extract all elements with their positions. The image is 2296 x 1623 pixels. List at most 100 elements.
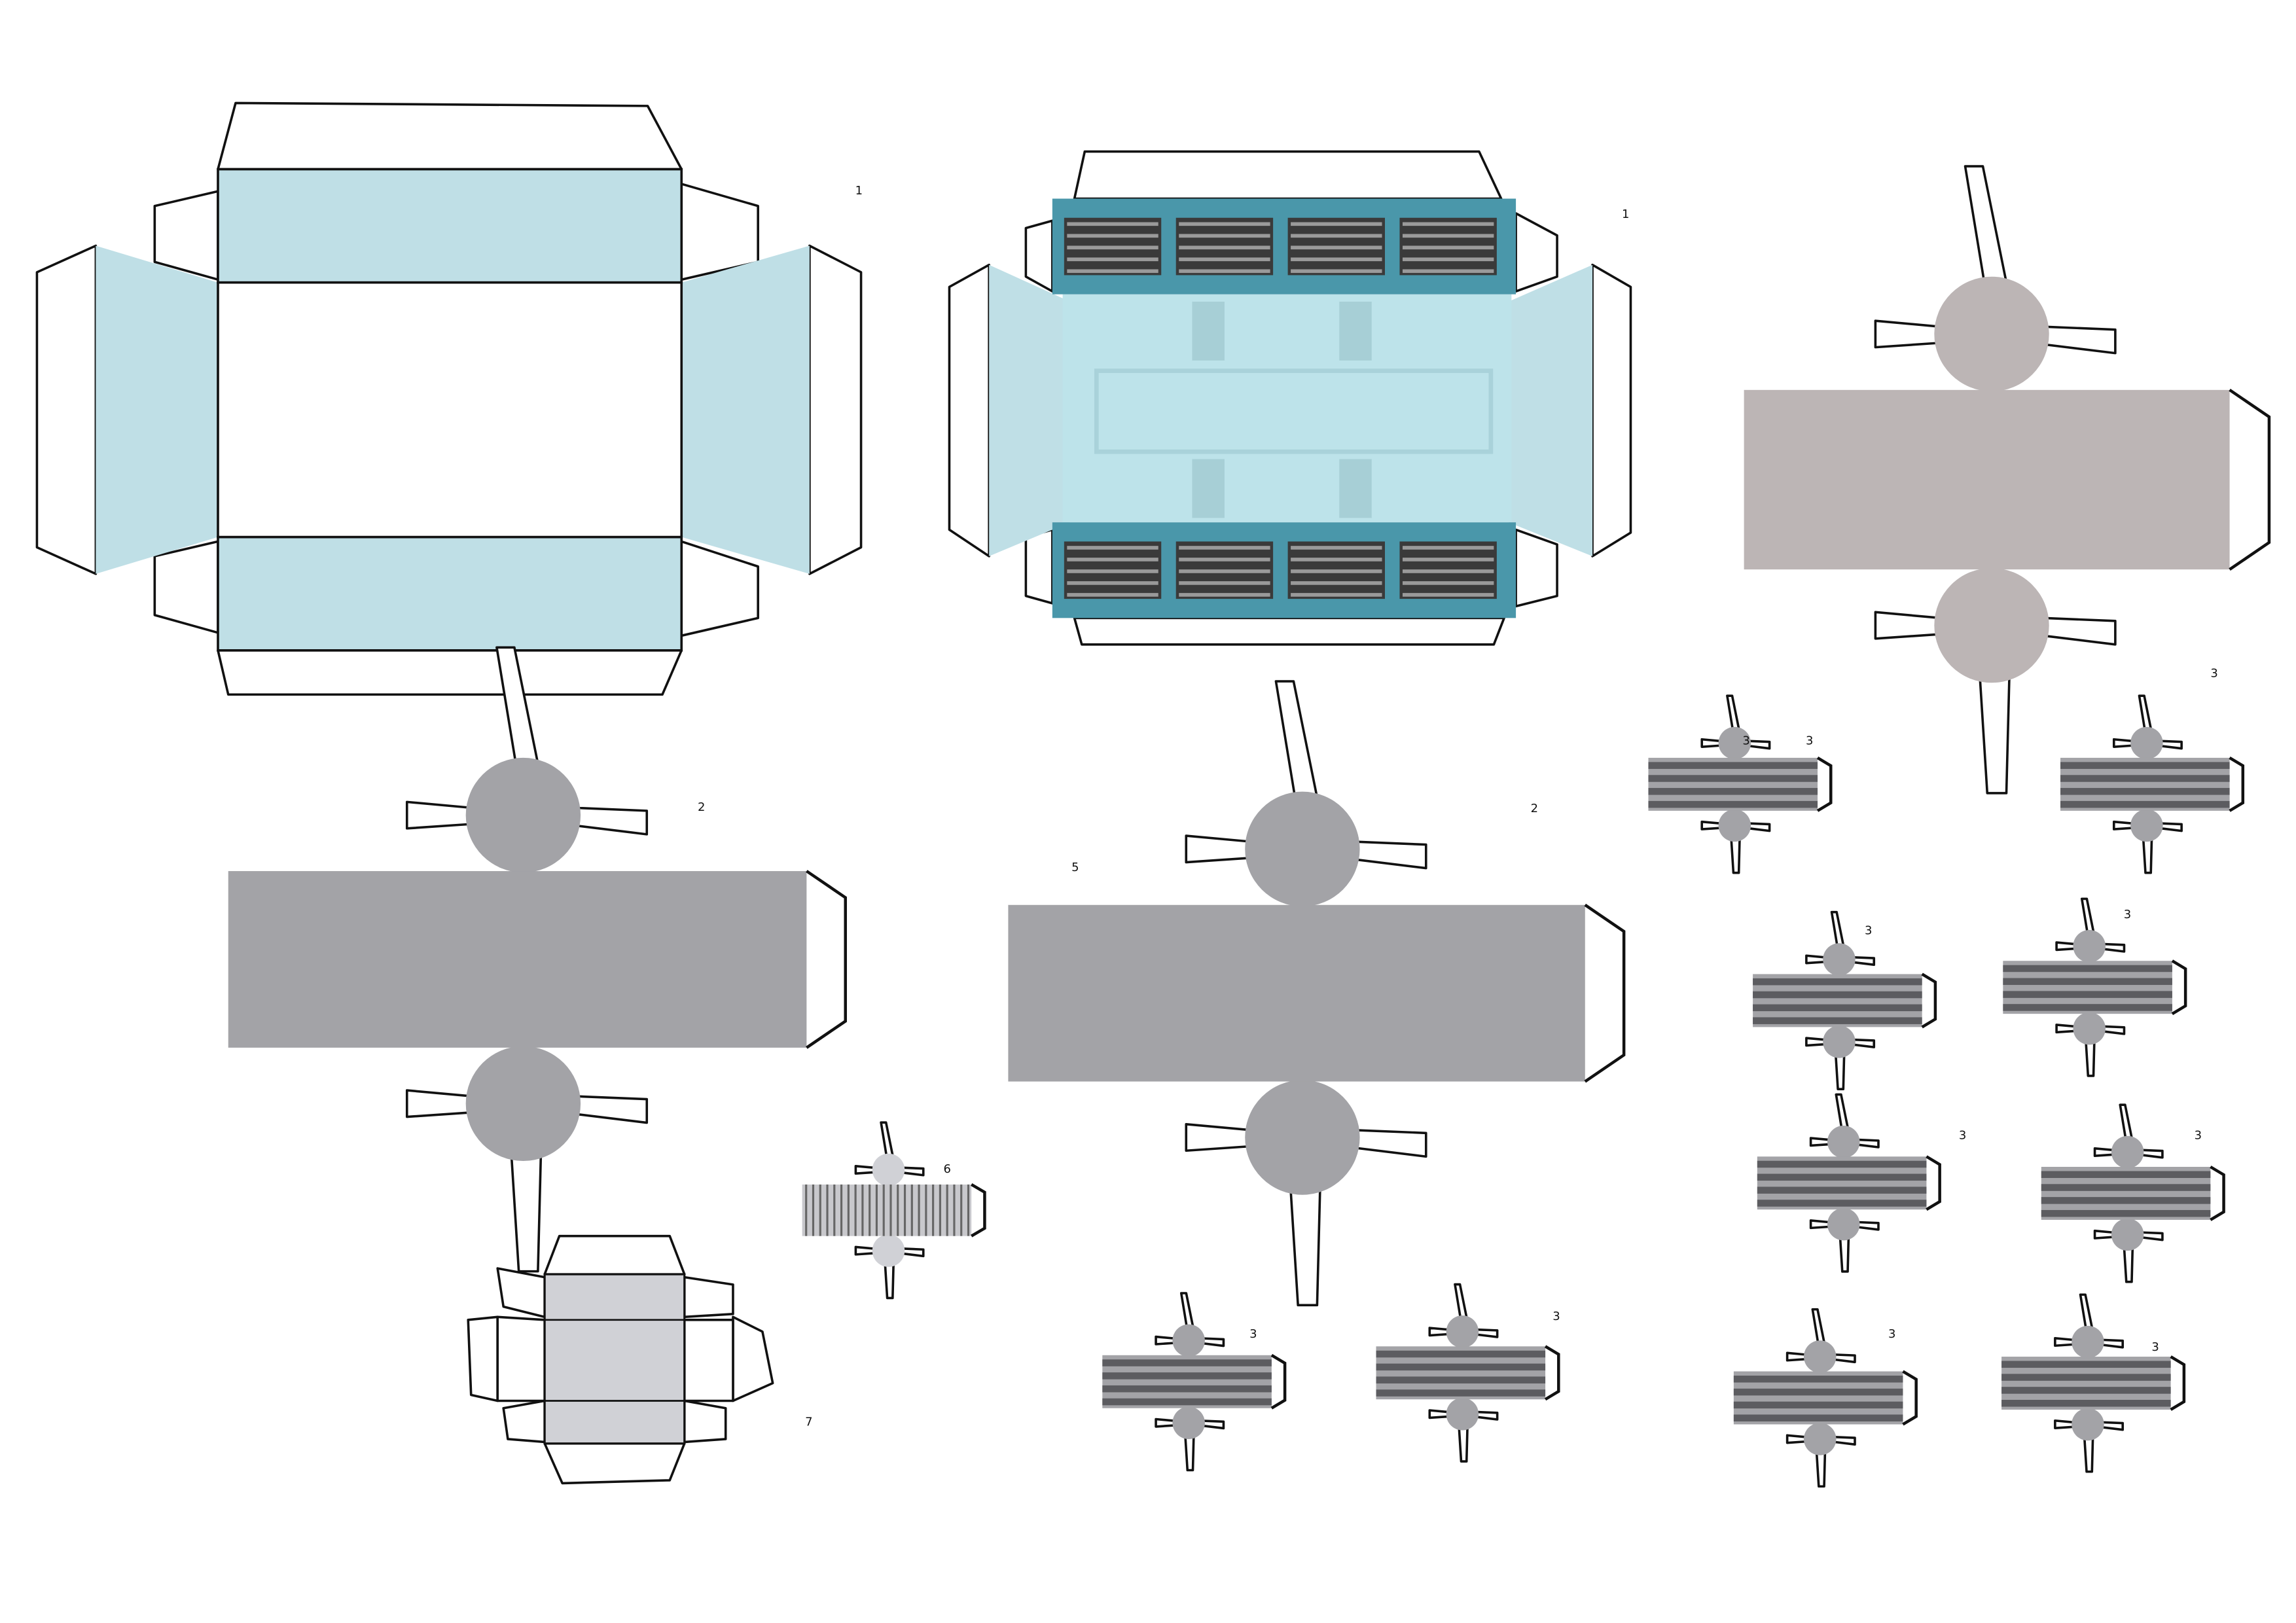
- propeller-module-small: [1757, 1093, 1941, 1273]
- rotor-blade: [901, 1247, 925, 1258]
- rotor-blade: [2123, 1247, 2134, 1283]
- body-stripe: [826, 1184, 829, 1236]
- vent-slat: [1402, 257, 1494, 262]
- rotor-blade: [405, 800, 473, 830]
- rotor-blade: [2142, 838, 2153, 874]
- rotor-hub: [1804, 1340, 1837, 1373]
- rotor-hub: [1172, 1324, 1205, 1357]
- rotor-blade: [1748, 740, 1771, 750]
- side-panel-right: [681, 245, 810, 574]
- rotor-blade: [854, 1245, 876, 1256]
- part-number-label: 3: [1552, 1310, 1560, 1323]
- body-stripe: [918, 1184, 920, 1236]
- body-stripe: [819, 1184, 821, 1236]
- body-stripe: [854, 1184, 857, 1236]
- glue-tab: [1515, 528, 1558, 608]
- top-panel: [217, 168, 683, 284]
- rotor-hub: [1446, 1315, 1479, 1348]
- propeller-module-small: [2003, 897, 2187, 1077]
- vent-slat: [1179, 569, 1270, 573]
- rotor-hub: [1823, 1026, 1856, 1058]
- body-stripe: [2060, 775, 2230, 782]
- body-stripe: [812, 1184, 815, 1236]
- box-net-textured-hull: [948, 150, 1632, 646]
- rotor-blade: [1815, 1452, 1827, 1488]
- body-stripe: [946, 1184, 948, 1236]
- body-stripe: [953, 1184, 956, 1236]
- module-body: [1744, 389, 2230, 570]
- propeller-module-large-warm: [1744, 165, 2271, 794]
- rotor-hub: [2111, 1135, 2144, 1169]
- bottom-flap: [217, 649, 683, 696]
- rotor-blade: [1785, 1351, 1807, 1362]
- rotor-blade: [1730, 838, 1741, 874]
- side-flap: [808, 244, 863, 575]
- body-stripe: [1733, 1414, 1903, 1422]
- vent-slat: [1179, 546, 1270, 550]
- glue-tab: [153, 540, 219, 634]
- rotor-blade: [2160, 822, 2183, 832]
- module-body: [228, 871, 807, 1048]
- rotor-blade: [1428, 1409, 1449, 1419]
- body-stripe: [2003, 965, 2172, 972]
- body-stripe: [2041, 1197, 2211, 1204]
- rotor-blade: [1805, 1037, 1826, 1047]
- box-net-small: [467, 1234, 774, 1485]
- vent-slat: [1402, 245, 1494, 250]
- body-stripe: [1753, 1017, 1922, 1024]
- body-stripe: [932, 1184, 935, 1236]
- rotor-blade: [510, 1154, 543, 1273]
- rotor-blade: [1833, 1353, 1856, 1364]
- side-flap: [948, 263, 990, 558]
- side-flap: [467, 1315, 499, 1402]
- box-net-main-hull: [35, 101, 863, 696]
- rotor-hub: [465, 757, 581, 873]
- rotor-blade: [2080, 897, 2095, 933]
- rotor-hub: [1718, 809, 1751, 842]
- body-stripe: [1102, 1359, 1272, 1366]
- rotor-blade: [1458, 1427, 1469, 1463]
- bottom-flap: [543, 1442, 686, 1485]
- rotor-hub: [1827, 1126, 1860, 1158]
- vent-slat: [1291, 593, 1382, 597]
- rotor-blade: [2138, 694, 2153, 730]
- rotor-blade: [880, 1121, 894, 1157]
- rotor-blade: [2085, 1042, 2096, 1077]
- part-number-label: 6: [943, 1162, 950, 1176]
- part-number-label: 3: [1806, 734, 1813, 748]
- rotor-blade: [2160, 740, 2183, 750]
- module-body: [1008, 904, 1585, 1082]
- rotor-hub: [1934, 276, 2049, 392]
- glue-tab: [683, 1275, 734, 1319]
- rotor-hub: [1823, 943, 1856, 976]
- vent-slat: [1291, 269, 1382, 274]
- end-cap-tab: [2229, 388, 2271, 571]
- rotor-blade: [2055, 941, 2076, 952]
- vent-slat: [1067, 569, 1158, 573]
- body-stripe: [1376, 1376, 1546, 1383]
- vent-slat: [1291, 222, 1382, 226]
- rotor-hub: [2111, 1218, 2144, 1251]
- part-number-label: 3: [1249, 1327, 1257, 1341]
- body-stripe: [925, 1184, 927, 1236]
- body-stripe: [1648, 762, 1818, 769]
- rotor-blade: [1809, 1137, 1831, 1147]
- rotor-blade: [854, 1164, 876, 1175]
- rotor-hub: [1827, 1207, 1860, 1241]
- rotor-blade: [573, 1095, 649, 1124]
- rotor-blade: [1809, 1219, 1831, 1230]
- rotor-blade: [1805, 954, 1826, 965]
- rotor-blade: [1155, 1335, 1175, 1346]
- end-cap-tab: [2170, 1355, 2186, 1411]
- top-flap: [217, 101, 683, 171]
- body-stripe: [1733, 1375, 1903, 1383]
- body-stripe: [875, 1184, 878, 1236]
- body-stripe: [1733, 1388, 1903, 1396]
- vent-slat: [1179, 269, 1270, 274]
- part-number-label: 2: [698, 800, 705, 814]
- body-stripe: [2003, 978, 2172, 986]
- rotor-blade: [1352, 840, 1427, 870]
- part-number-label: 2: [1531, 802, 1538, 815]
- rotor-blade: [1726, 694, 1740, 730]
- part-number-label: 3: [2210, 666, 2217, 680]
